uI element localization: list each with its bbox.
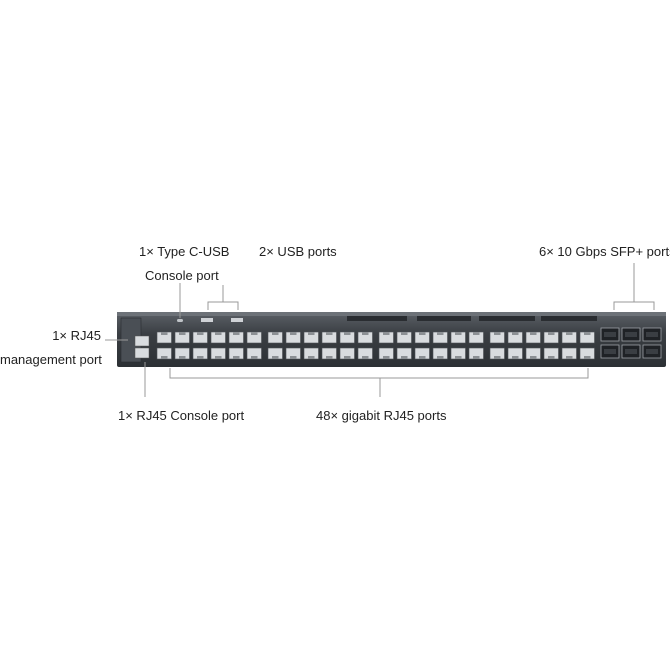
rj45-port-latch [530,332,537,335]
rj45-port-latch [197,332,204,335]
sfp-port-cage [646,349,658,354]
rj45-management-port [134,335,150,347]
rj45-port-latch [233,332,240,335]
vent-strip [479,316,535,321]
rj45-port-latch [383,332,390,335]
vent-strip [347,316,407,321]
rj45-port-latch [290,356,297,359]
rj45-port-latch [344,356,351,359]
sfp-ports-label: 6× 10 Gbps SFP+ ports [539,243,670,261]
rj45-port-latch [530,356,537,359]
rj45-port-latch [362,356,369,359]
rj45-port-latch [326,356,333,359]
chassis-top-rail [117,312,666,316]
label-line: 48× gigabit RJ45 ports [316,408,447,423]
rj45-port-latch [473,356,480,359]
sfp-port-cage [646,332,658,337]
usb-port [231,318,243,322]
sfp-port-cage [604,332,616,337]
label-line: 1× RJ45 [52,328,101,343]
rj45-port-latch [308,332,315,335]
vent-strip [417,316,471,321]
sfp-callout-bracket [613,301,655,310]
rj45-port-latch [419,332,426,335]
sfp-port-cage [625,349,637,354]
rj45-port-latch [455,332,462,335]
rj45-port-latch [272,332,279,335]
sfp-port-cage [604,349,616,354]
rj45-port-latch [566,332,573,335]
rj45-port-latch [512,332,519,335]
rj45-management-label: 1× RJ45 management port [0,327,102,369]
rj45-port-latch [584,356,591,359]
rj45-port-latch [179,332,186,335]
label-line: 1× RJ45 Console port [118,408,245,423]
rj45-port-latch [251,356,258,359]
type-c-usb-port [177,319,183,322]
rj45-port-latch [233,356,240,359]
rj45-port-latch [308,356,315,359]
gigabit-ports-label: 48× gigabit RJ45 ports [316,407,446,425]
vent-strip [541,316,597,321]
rj45-port-latch [197,356,204,359]
rj45-port-latch [401,356,408,359]
rj45-port-latch [548,332,555,335]
rj45-port-latch [455,356,462,359]
rj45-port-latch [512,356,519,359]
usb-callout-bracket [207,301,239,310]
rj45-port-latch [437,332,444,335]
rj45-port-latch [215,332,222,335]
rj45-port-latch [401,332,408,335]
rj45-port-latch [326,332,333,335]
usb-ports-label: 2× USB ports [259,243,337,261]
rj45-port-latch [251,332,258,335]
rj45-port-latch [383,356,390,359]
rj45-port-latch [473,332,480,335]
sfp-port-cage [625,332,637,337]
rj45-port-latch [272,356,279,359]
rj45-port-latch [290,332,297,335]
rj45-console-port [134,347,150,359]
type-c-usb-console-label: 1× Type C-USB Console port [139,243,229,285]
rj45-port-latch [362,332,369,335]
rj45-port-latch [344,332,351,335]
rj45-port-latch [437,356,444,359]
label-line: 6× 10 Gbps SFP+ ports [539,244,670,259]
switch-front-panel [120,316,662,363]
rj45-port-latch [179,356,186,359]
gigabit-callout-bracket [169,368,589,379]
rj45-port-latch [215,356,222,359]
rj45-port-latch [161,356,168,359]
label-line: 1× Type C-USB [139,244,230,259]
rj45-console-label: 1× RJ45 Console port [118,407,244,425]
rj45-port-latch [584,332,591,335]
usb-port [201,318,213,322]
network-switch [117,312,666,367]
rj45-port-latch [161,332,168,335]
rj45-port-latch [494,332,501,335]
rj45-port-latch [548,356,555,359]
label-line: management port [0,352,102,367]
label-line: Console port [145,268,219,283]
rj45-port-latch [419,356,426,359]
rj45-port-latch [494,356,501,359]
rj45-port-latch [566,356,573,359]
label-line: 2× USB ports [259,244,337,259]
